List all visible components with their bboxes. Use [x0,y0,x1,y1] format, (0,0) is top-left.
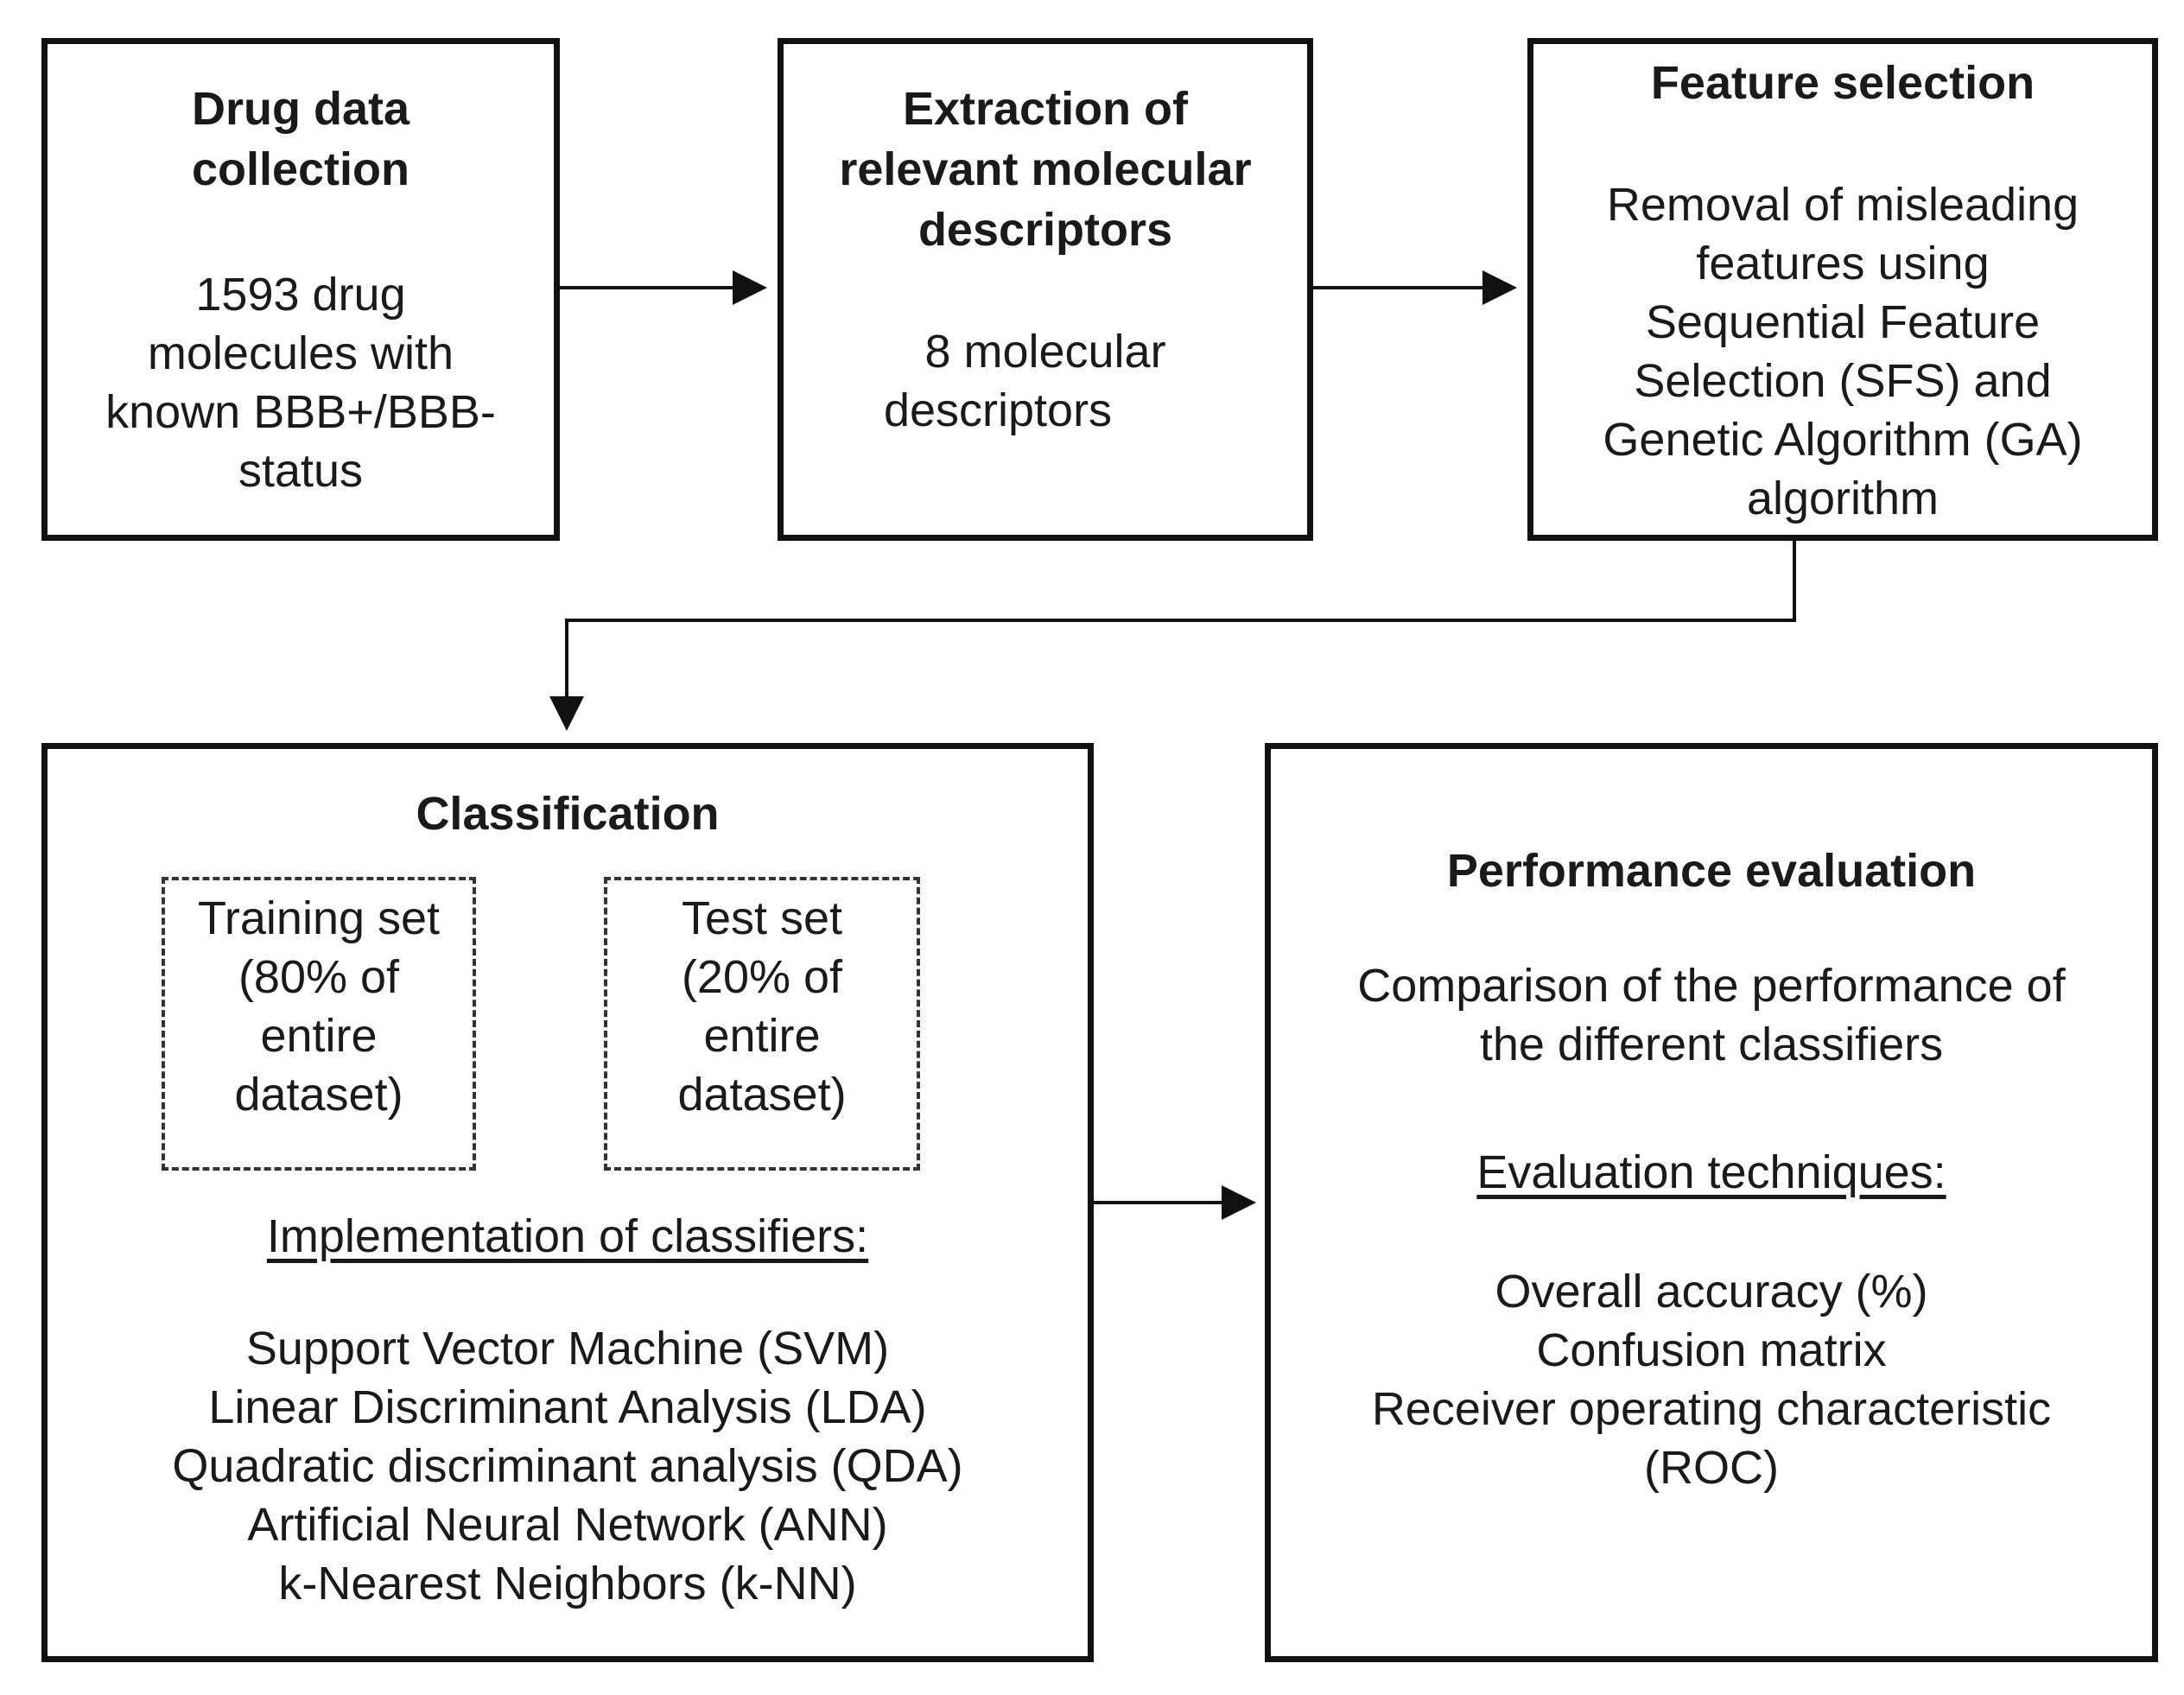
performance-evaluation-box: Performance evaluation Comparison of the… [1265,743,2158,1662]
classifiers-subheading: Implementation of classifiers: [266,1210,869,1262]
extraction-title-line: Extraction of [902,83,1189,135]
training-set-line: dataset) [234,1069,403,1120]
extraction-body-line: 8 molecular [924,326,1166,378]
feature-selection-body-line: Genetic Algorithm (GA) [1603,414,2083,466]
classifier-item: Linear Discriminant Analysis (LDA) [208,1381,927,1433]
feature-selection-body-line: features using [1696,238,1990,289]
training-set-line: Training set [197,892,441,944]
classifier-item: Quadratic discriminant analysis (QDA) [172,1440,963,1492]
test-set-line: entire [703,1010,821,1062]
evaluation-technique-item: Overall accuracy (%) [1495,1266,1928,1317]
classification-box: Classification Training set (80% of enti… [41,743,1094,1662]
evaluation-technique-item: Receiver operating characteristic [1371,1383,2052,1435]
evaluation-technique-item: (ROC) [1644,1442,1779,1494]
training-set-line: (80% of [238,951,400,1003]
feature-selection-title: Feature selection [1650,57,2035,109]
feature-selection-body-line: Removal of misleading [1606,179,2079,231]
classification-title: Classification [416,788,720,840]
extraction-body-line: descriptors [883,384,1113,436]
evaluation-body-line: the different classifiers [1479,1019,1944,1070]
test-set-line: Test set [681,892,843,944]
feature-selection-body: Removal of misleading features using Seq… [1533,175,2152,528]
extraction-title-line: descriptors [917,204,1173,256]
evaluation-title: Performance evaluation [1446,845,1977,897]
classifier-item: k-Nearest Neighbors (k-NN) [278,1558,857,1609]
evaluation-techniques-list: Overall accuracy (%) Confusion matrix Re… [1271,1262,2152,1497]
training-set-line: entire [260,1010,378,1062]
collection-title-line: collection [191,143,410,195]
extraction-title-line: relevant molecular [839,143,1252,195]
test-set-box: Test set (20% of entire dataset) [604,877,920,1171]
test-set-line: dataset) [677,1069,847,1120]
drug-data-collection-box: Drug data collection 1593 drug molecules… [41,38,560,541]
feature-selection-body-line: algorithm [1746,473,1940,524]
training-set-box: Training set (80% of entire dataset) [162,877,476,1171]
extraction-title: Extraction of relevant molecular descrip… [784,79,1307,260]
classifier-item: Support Vector Machine (SVM) [245,1323,890,1374]
collection-body-line: 1593 drug [195,269,406,321]
feature-selection-body-line: Sequential Feature [1645,296,2041,348]
collection-body-line: status [238,445,364,497]
collection-title: Drug data collection [48,79,554,200]
arrow-feature-selection-to-classification [549,540,1796,731]
classifier-list: Support Vector Machine (SVM) Linear Disc… [48,1319,1088,1613]
test-set-text: Test set (20% of entire dataset) [607,889,917,1124]
evaluation-body: Comparison of the performance of the dif… [1271,956,2152,1074]
feature-selection-body-line: Selection (SFS) and [1634,355,2052,407]
evaluation-technique-item: Confusion matrix [1536,1324,1887,1376]
collection-body: 1593 drug molecules with known BBB+/BBB-… [48,265,554,500]
evaluation-techniques-subheading: Evaluation techniques: [1476,1146,1946,1198]
extraction-body: 8 molecular descriptors [784,322,1307,440]
evaluation-body-line: Comparison of the performance of [1357,960,2066,1012]
collection-title-line: Drug data [191,83,410,135]
classifier-item: Artificial Neural Network (ANN) [247,1499,888,1551]
training-set-text: Training set (80% of entire dataset) [165,889,473,1124]
collection-body-line: known BBB+/BBB- [105,386,496,438]
test-set-line: (20% of [681,951,843,1003]
collection-body-line: molecules with [147,327,454,379]
feature-selection-box: Feature selection Removal of misleading … [1527,38,2158,541]
descriptor-extraction-box: Extraction of relevant molecular descrip… [778,38,1313,541]
